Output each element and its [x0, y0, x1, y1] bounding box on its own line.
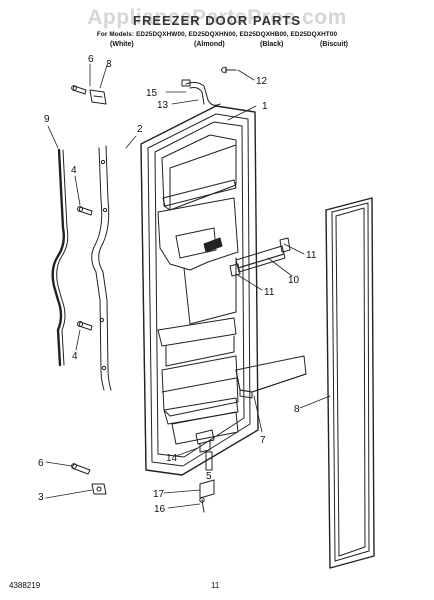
variant-label-black: (Black) — [260, 41, 284, 48]
page-number: 11 — [211, 581, 220, 590]
part-13-wire-harness — [181, 79, 221, 106]
leader-11-lower — [235, 273, 263, 291]
part-4-screw-lower — [77, 321, 93, 331]
callout-5: 5 — [206, 471, 212, 482]
callout-14: 14 — [166, 453, 178, 464]
part-1-door-panel — [140, 105, 259, 476]
part-11-clip-lower — [229, 263, 241, 277]
leader-10 — [267, 257, 293, 277]
part-7-door-bin — [235, 355, 307, 399]
leader-4-upper — [74, 175, 81, 206]
callout-11-lower: 11 — [264, 287, 275, 298]
model-list: For Models: ED25DQXHW00, ED25DQXHN00, ED… — [96, 31, 338, 38]
part-12-screw — [221, 66, 237, 74]
callout-1: 1 — [262, 101, 268, 112]
leader-9 — [47, 125, 59, 149]
variant-label-white: (White) — [110, 41, 134, 48]
callout-4-lower: 4 — [72, 351, 78, 362]
part-14-bottom-cap — [195, 429, 215, 453]
leader-14 — [175, 447, 199, 457]
callout-10: 10 — [288, 275, 300, 286]
part-5-top-hinge-bracket — [89, 89, 107, 105]
part-8-gasket — [325, 197, 375, 569]
leader-3-bottom — [45, 489, 93, 499]
leader-12 — [237, 69, 255, 81]
watermark: AppliancePartsPros.com — [87, 6, 347, 29]
leader-13 — [171, 99, 199, 105]
leader-1 — [227, 105, 257, 121]
part-9-strip — [51, 148, 69, 367]
callout-2: 2 — [137, 124, 143, 135]
leader-3-top — [99, 61, 109, 89]
leader-16 — [167, 503, 201, 509]
part-17-spacer — [199, 479, 215, 499]
part-5-hinge-insert — [205, 451, 213, 471]
callout-11-upper: 11 — [306, 250, 317, 261]
leader-4-lower — [75, 329, 81, 351]
callout-13: 13 — [157, 100, 169, 111]
callout-3-top: 3 — [106, 59, 112, 70]
callout-15: 15 — [146, 88, 158, 99]
callout-12: 12 — [256, 76, 268, 87]
callout-8: 8 — [294, 404, 300, 415]
diagram-title: FREEZER DOOR PARTS — [133, 13, 301, 28]
part-2-bar — [91, 145, 112, 391]
leader-6-bottom — [45, 461, 73, 467]
callout-17: 17 — [153, 489, 165, 500]
leader-8 — [299, 395, 331, 409]
part-11-clip-upper — [279, 237, 291, 253]
leader-lines — [45, 61, 331, 509]
figure-code: 4388219 — [9, 581, 41, 590]
leader-11-upper — [283, 243, 305, 255]
callout-3-bottom: 3 — [38, 492, 44, 503]
variant-label-almond: (Almond) — [194, 41, 225, 48]
callout-6-top: 6 — [88, 54, 94, 65]
callout-4-upper: 4 — [71, 165, 77, 176]
part-6-top-hinge-pin — [71, 85, 87, 95]
callout-7: 7 — [260, 435, 266, 446]
part-16-screw — [199, 497, 205, 513]
callout-9: 9 — [44, 114, 50, 125]
variant-label-biscuit: (Biscuit) — [320, 41, 348, 48]
part-3-bottom-hinge-bracket — [91, 483, 107, 495]
part-4-screw-upper — [77, 206, 93, 216]
part-6-bottom-hinge-pin — [71, 463, 91, 475]
callout-16: 16 — [154, 504, 166, 515]
leader-2 — [125, 135, 137, 149]
leader-7 — [253, 395, 263, 433]
callout-6-bottom: 6 — [38, 458, 44, 469]
leader-17 — [163, 489, 201, 494]
